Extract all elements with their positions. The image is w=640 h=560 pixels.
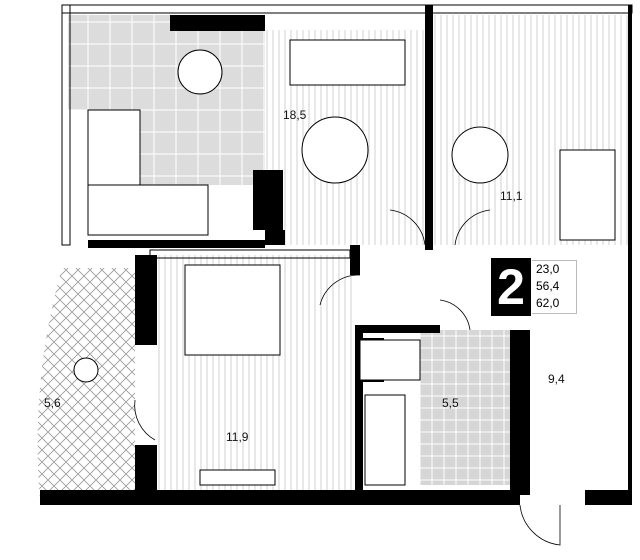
kitchen-counter	[87, 109, 141, 191]
room-area-bedroom-main: 11,9	[226, 430, 249, 444]
kitchen-tiles	[140, 110, 265, 185]
area-total: 56,4	[536, 279, 560, 293]
room-area-living: 18,5	[283, 108, 307, 122]
balcony-floor	[37, 268, 135, 500]
rooms-count-badge: 2	[491, 258, 531, 316]
bathroom-floor	[420, 330, 510, 485]
area-total-with-balcony: 62,0	[536, 296, 560, 310]
area-summary: 23,0 56,4 62,0	[532, 260, 577, 314]
room-area-bathroom: 5,5	[442, 396, 459, 410]
doors	[134, 209, 561, 546]
room-area-balcony: 5,6	[44, 396, 61, 410]
walls	[40, 4, 633, 505]
room-area-hallway: 9,4	[548, 372, 565, 386]
furniture	[73, 39, 616, 486]
room-area-bedroom-right: 11,1	[500, 189, 523, 203]
kitchen-counter-lower	[87, 184, 209, 236]
area-living: 23,0	[536, 262, 560, 276]
